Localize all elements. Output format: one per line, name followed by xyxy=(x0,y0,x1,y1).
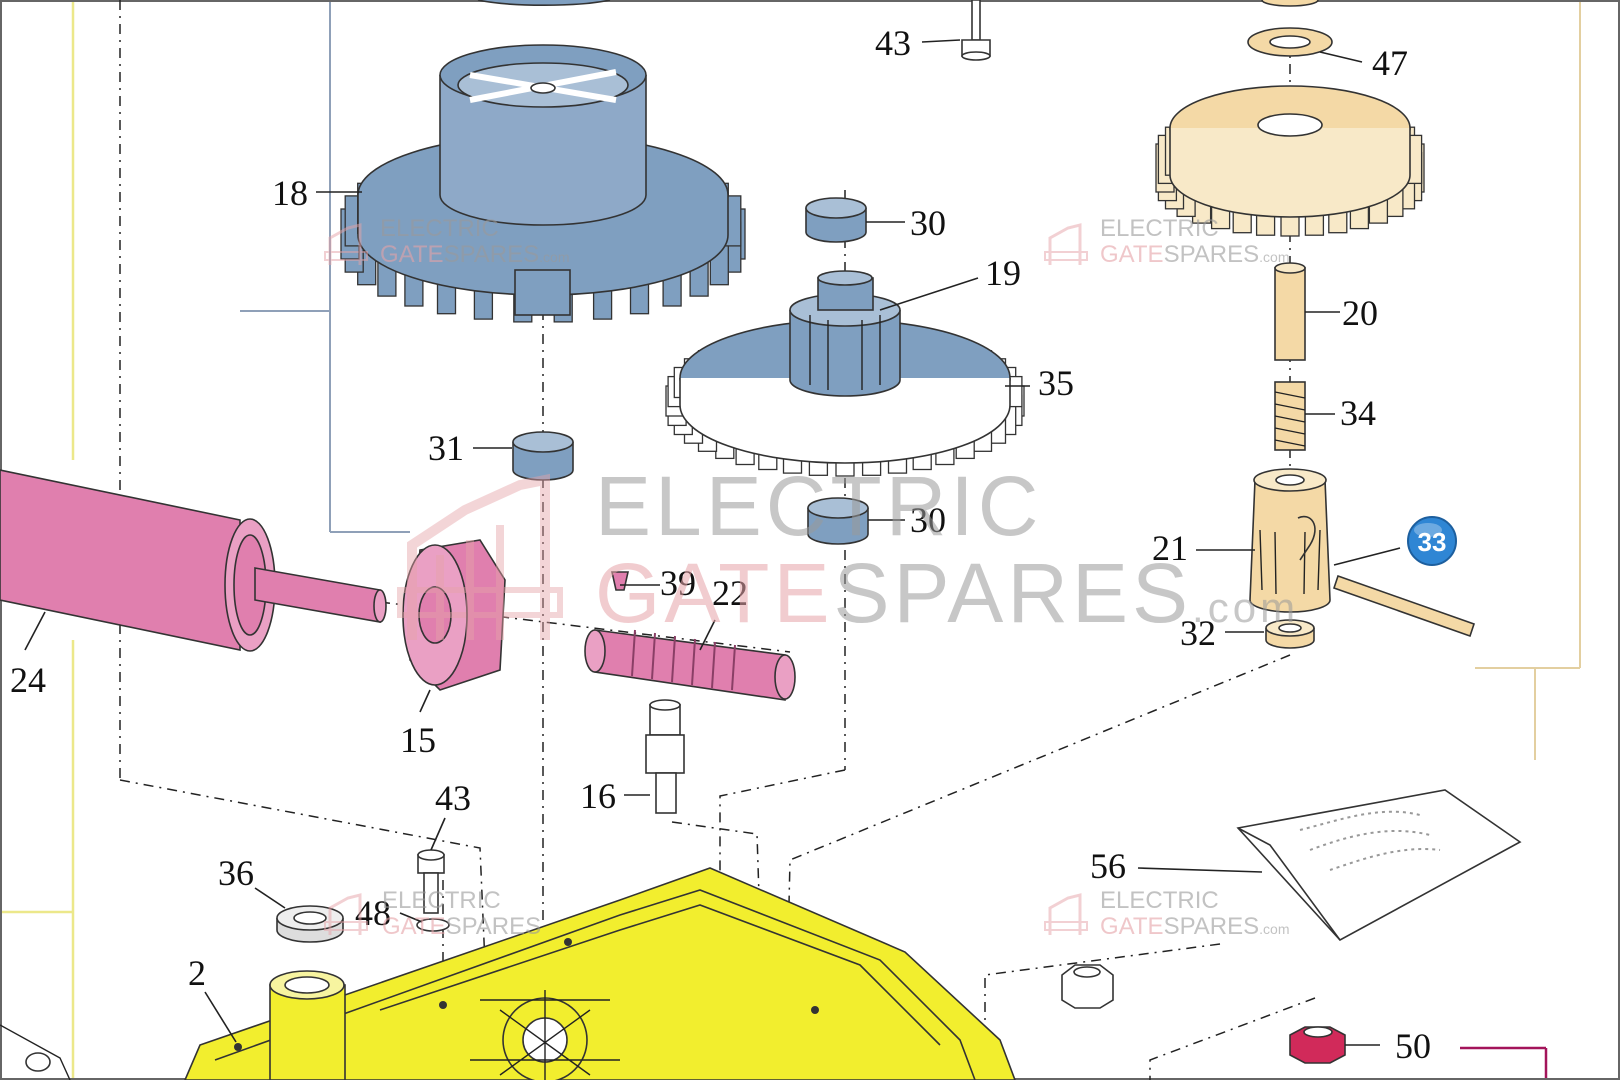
wm4-spares: SPARES xyxy=(1164,913,1260,940)
bag-56 xyxy=(1236,789,1522,942)
label-32: 32 xyxy=(1180,613,1216,653)
pinion-21 xyxy=(1249,468,1331,613)
base-housing xyxy=(0,867,1016,1080)
coupling-15 xyxy=(402,539,506,691)
part-labels: 43 47 18 30 19 20 35 34 31 30 21 39 22 3… xyxy=(10,23,1431,1066)
spring-34 xyxy=(1274,381,1306,451)
bushing-31 xyxy=(512,431,574,481)
label-19: 19 xyxy=(985,253,1021,293)
wm1-spares: SPARES xyxy=(444,241,540,268)
label-50: 50 xyxy=(1395,1026,1431,1066)
label-47: 47 xyxy=(1372,43,1408,83)
label-43-lower: 43 xyxy=(435,778,471,818)
watermark-center: ELECTRIC GATESPARES.com xyxy=(397,459,1299,640)
watermark-small-4: ELECTRIC GATESPARES.com xyxy=(1044,887,1290,940)
shaft-16 xyxy=(645,699,685,814)
screw-43-lower xyxy=(417,849,445,914)
worm-22 xyxy=(584,629,796,701)
label-18: 18 xyxy=(272,173,308,213)
watermark-small-2: ELECTRIC GATESPARES.com xyxy=(1044,215,1290,268)
wm3-spares: SPARES xyxy=(446,913,542,940)
badge-33-label: 33 xyxy=(1418,527,1447,557)
washer-32 xyxy=(1265,619,1315,649)
nut-50 xyxy=(1289,1026,1346,1064)
gear-18 xyxy=(340,0,746,323)
shaft-20 xyxy=(1274,262,1306,361)
wm1-gate: GATE xyxy=(380,241,444,268)
washer-47 xyxy=(1247,0,1333,57)
watermark-small-3-line1: ELECTRIC xyxy=(382,887,501,914)
watermark-small-3-line2: GATESPARES xyxy=(382,913,541,940)
label-24: 24 xyxy=(10,660,46,700)
label-22: 22 xyxy=(712,573,748,613)
label-43-top: 43 xyxy=(875,23,911,63)
watermark-small-4-line2: GATESPARES.com xyxy=(1100,913,1290,940)
label-21: 21 xyxy=(1152,528,1188,568)
wm2-gate: GATE xyxy=(1100,241,1164,268)
label-36: 36 xyxy=(218,853,254,893)
hex-nut xyxy=(1061,964,1114,1009)
watermark-line1: ELECTRIC xyxy=(595,459,1042,553)
pin-33 xyxy=(1332,574,1476,638)
seal-36 xyxy=(276,905,344,943)
label-34: 34 xyxy=(1340,393,1376,433)
watermark-gate: GATE xyxy=(595,546,833,640)
watermark-small-1: ELECTRIC GATESPARES.com xyxy=(324,215,570,268)
watermark-small-1-line1: ELECTRIC xyxy=(380,215,499,242)
screw-43-top xyxy=(961,0,991,61)
watermark-small-1-line2: GATESPARES.com xyxy=(380,241,570,268)
watermark-spares: SPARES xyxy=(833,546,1192,640)
label-20: 20 xyxy=(1342,293,1378,333)
label-39: 39 xyxy=(660,563,696,603)
wm1-com: .com xyxy=(539,249,569,265)
watermark-logo-icon xyxy=(397,473,563,640)
watermark-small-2-line1: ELECTRIC xyxy=(1100,215,1219,242)
wm4-gate: GATE xyxy=(1100,913,1164,940)
watermark-small-icon xyxy=(1044,223,1088,265)
watermark-small-2-line2: GATESPARES.com xyxy=(1100,241,1290,268)
badge-33[interactable]: 33 xyxy=(1407,516,1457,566)
wm2-com: .com xyxy=(1259,249,1289,265)
wm2-spares: SPARES xyxy=(1164,241,1260,268)
label-31: 31 xyxy=(428,428,464,468)
label-56: 56 xyxy=(1090,846,1126,886)
label-15: 15 xyxy=(400,720,436,760)
watermark-small-4-line1: ELECTRIC xyxy=(1100,887,1219,914)
label-35: 35 xyxy=(1038,363,1074,403)
label-30-top: 30 xyxy=(910,203,946,243)
motor-24 xyxy=(0,469,387,652)
watermark-small-icon xyxy=(324,893,368,935)
pinion-19 xyxy=(789,270,901,397)
leader-lines xyxy=(24,39,1401,1046)
watermark-small-icon xyxy=(324,223,368,265)
label-16: 16 xyxy=(580,776,616,816)
bushing-30-lower xyxy=(807,497,869,545)
watermark-small-3: ELECTRIC GATESPARES xyxy=(324,887,541,940)
wm4-com: .com xyxy=(1259,921,1289,937)
watermark-com: .com xyxy=(1192,584,1299,631)
bushing-30-top xyxy=(805,197,867,243)
gear-cream xyxy=(1155,85,1425,237)
label-30-lower: 30 xyxy=(910,500,946,540)
label-2: 2 xyxy=(188,953,206,993)
wm3-gate: GATE xyxy=(382,913,446,940)
washer-48 xyxy=(416,918,450,932)
watermark-line2: GATESPARES.com xyxy=(595,546,1299,640)
watermark-small-icon xyxy=(1044,893,1088,935)
